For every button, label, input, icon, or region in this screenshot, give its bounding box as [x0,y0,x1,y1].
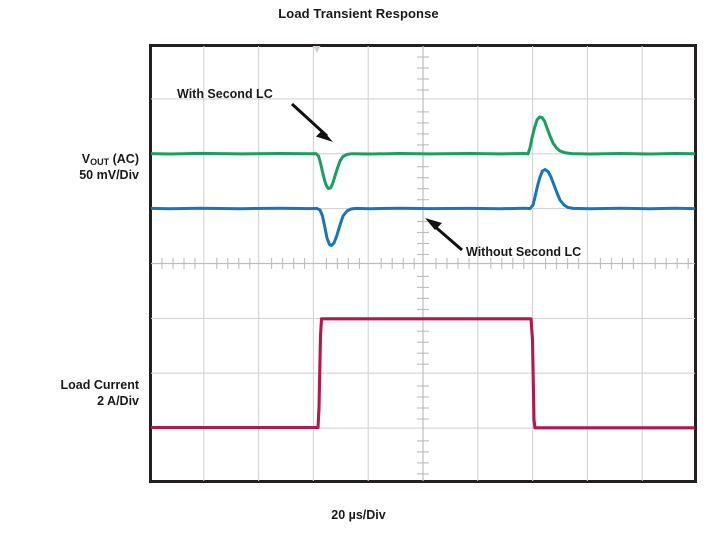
vout-axis-label-line1: VOUT (AC) [16,152,139,168]
page-title: Load Transient Response [278,6,439,21]
load-current-label-line1: Load Current [60,378,139,392]
load-current-axis-label: Load Current 2 A/Div [6,378,139,409]
vout-subscript: OUT [90,157,110,167]
vout-ac-suffix: (AC) [109,152,139,166]
vout-axis-label-line2: 50 mV/Div [79,167,139,182]
load-current-label-line2: 2 A/Div [97,393,139,408]
annotation-without-second-lc: Without Second LC [466,245,582,259]
plot-frame [149,44,697,483]
vout-axis-label: VOUT (AC) 50 mV/Div [16,152,139,183]
x-axis-label: 20 µs/Div [331,508,386,522]
annotation-with-second-lc: With Second LC [177,87,273,101]
vout-symbol: V [81,152,91,166]
